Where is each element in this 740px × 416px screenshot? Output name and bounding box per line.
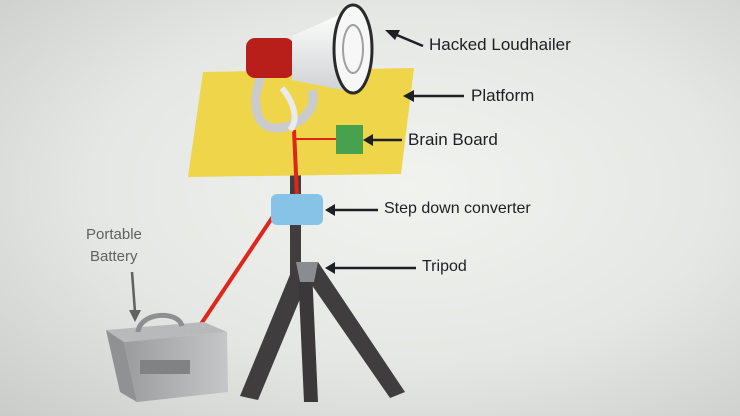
battery-handle: [135, 312, 185, 333]
loudhailer-bell-inner: [342, 24, 364, 74]
battery-top: [106, 322, 227, 342]
loudhailer: [246, 3, 374, 133]
battery-body: [106, 330, 137, 402]
step-down-converter: [271, 194, 323, 225]
arrow-tripod: [325, 262, 416, 274]
arrow-platform: [403, 90, 464, 102]
arrow-loudhailer: [385, 30, 424, 48]
arrow-battery: [129, 271, 141, 322]
loudhailer-grip: [279, 86, 298, 132]
label-battery-line1: Portable: [86, 226, 142, 243]
label-brain-board: Brain Board: [408, 130, 498, 149]
wire-loudhailer-converter: [292, 129, 299, 197]
arrow-brain-board: [363, 134, 402, 146]
battery: [106, 312, 228, 402]
tripod-right-leg: [300, 262, 405, 398]
arrow-converter: [325, 204, 378, 216]
label-platform: Platform: [471, 86, 535, 105]
tripod-joint: [296, 262, 318, 282]
arrows: [129, 30, 464, 322]
tripod-center-leg: [298, 270, 318, 402]
label-converter: Step down converter: [384, 200, 531, 217]
battery-label-plate: [140, 360, 190, 374]
label-loudhailer: Hacked Loudhailer: [429, 35, 571, 54]
tripod: [240, 175, 405, 402]
wires: [195, 129, 336, 332]
loudhailer-body: [246, 38, 294, 78]
loudhailer-handle: [251, 73, 318, 133]
label-battery-line2: Battery: [90, 248, 138, 265]
brain-board: [336, 125, 363, 154]
tripod-left-leg: [240, 265, 312, 400]
wire-battery-converter: [195, 210, 278, 332]
label-tripod: Tripod: [422, 258, 467, 275]
loudhailer-bell: [332, 3, 374, 95]
